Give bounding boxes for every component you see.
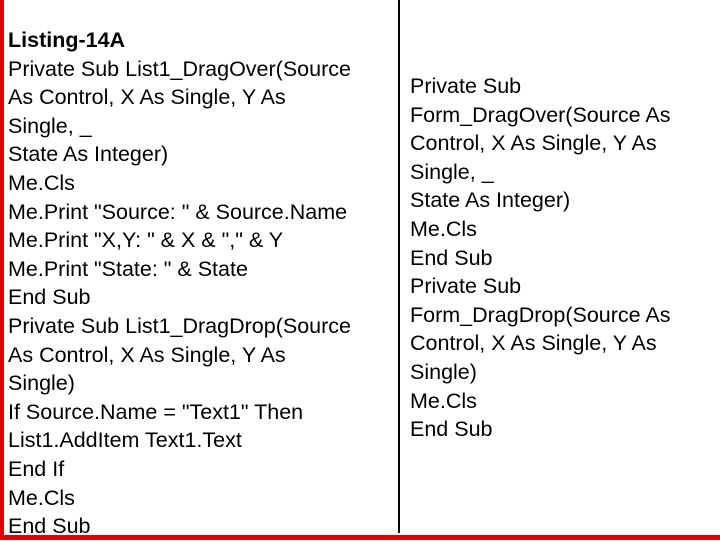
code-line: Form_DragOver(Source As	[410, 102, 671, 127]
code-line: End Sub	[410, 417, 493, 442]
code-line: Form_DragDrop(Source As	[410, 302, 671, 327]
code-line: Single, _	[8, 113, 92, 138]
code-line: Control, X As Single, Y As	[410, 131, 657, 156]
code-line: If Source.Name = "Text1" Then	[8, 399, 304, 424]
code-line: As Control, X As Single, Y As	[8, 85, 286, 110]
code-line: List1.AddItem Text1.Text	[8, 428, 242, 453]
column-divider-rule	[398, 0, 400, 533]
code-line: State As Integer)	[410, 188, 571, 213]
code-line: End Sub	[8, 285, 91, 310]
left-code-lines: Private Sub List1_DragOver(Source As Cont…	[8, 55, 396, 541]
code-line: End Sub	[8, 514, 91, 539]
code-line: End If	[8, 456, 65, 481]
code-line: Control, X As Single, Y As	[410, 331, 657, 356]
code-line: Me.Print "X,Y: " & X & "," & Y	[8, 228, 284, 253]
code-line: Single, _	[410, 159, 494, 184]
left-accent-border	[0, 0, 4, 540]
listing-title: Listing-14A	[8, 28, 126, 52]
code-line: Me.Print "Source: " & Source.Name	[8, 199, 348, 224]
code-line: Private Sub	[410, 74, 522, 98]
left-code-column: Listing-14A Private Sub List1_DragOver(S…	[8, 26, 396, 541]
code-line: Me.Cls	[410, 216, 477, 241]
code-line: Me.Cls	[8, 485, 75, 510]
code-line: State As Integer)	[8, 142, 169, 167]
code-line: Me.Print "State: " & State	[8, 256, 248, 281]
code-line: Me.Cls	[410, 388, 477, 413]
code-line: As Control, X As Single, Y As	[8, 342, 286, 367]
code-line: Me.Cls	[8, 170, 75, 195]
code-line: Single)	[8, 371, 75, 396]
code-line: Single)	[410, 359, 477, 384]
bottom-accent-border	[0, 535, 720, 540]
code-line: Private Sub List1_DragOver(Source	[8, 56, 351, 81]
code-line: Private Sub List1_DragDrop(Source	[8, 313, 351, 338]
code-line: End Sub	[410, 245, 493, 270]
code-line: Private Sub	[410, 274, 522, 299]
